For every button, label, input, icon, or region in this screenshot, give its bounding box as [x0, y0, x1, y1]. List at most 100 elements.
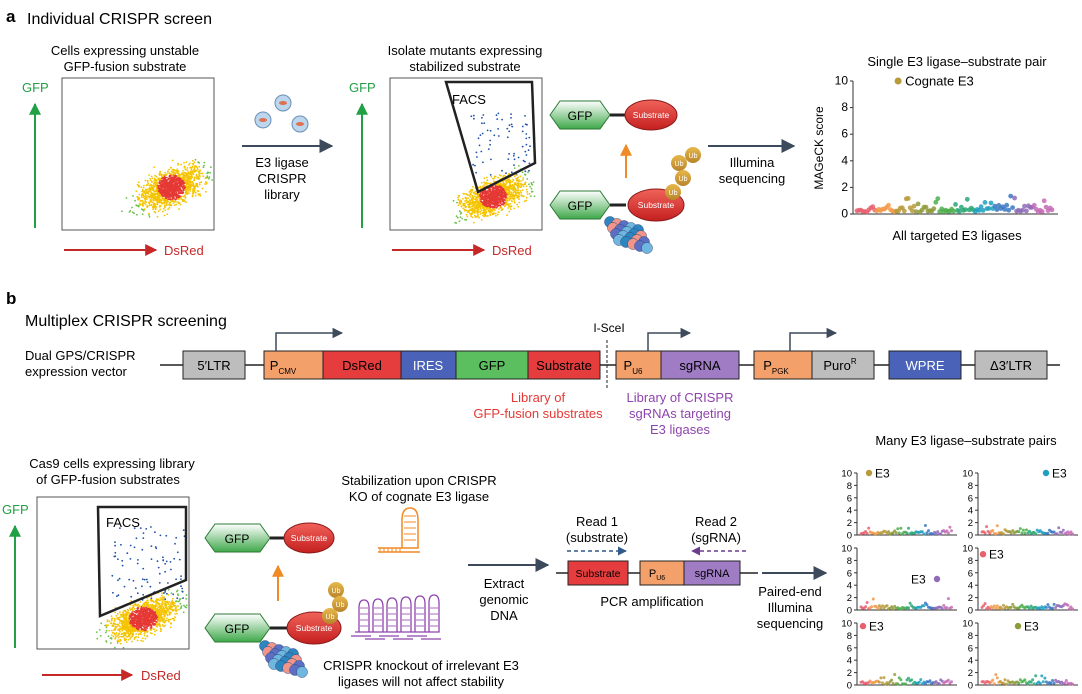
e3-score-point: [963, 207, 968, 213]
ub-b3: Ub: [326, 614, 335, 621]
e3-score-point: [931, 206, 937, 212]
chart-y-tick: 0: [847, 681, 852, 692]
knockout-caption-2: ligases will not affect stability: [338, 674, 504, 689]
e3-score-point: [1038, 681, 1042, 685]
e3-score-point: [919, 678, 923, 682]
e3-score-point: [882, 676, 886, 680]
vector-pu6: [615, 350, 662, 380]
e3-score-point: [976, 208, 982, 213]
stabilization-caption-1: Stabilization upon CRISPR: [341, 473, 496, 488]
cognate-e3-point: [859, 622, 867, 630]
cells-caption-2: of GFP-fusion substrates: [36, 472, 180, 487]
chart-y-tick: 2: [968, 593, 973, 604]
e3-score-point: [1051, 679, 1054, 682]
e3-score-point: [986, 206, 992, 211]
e3-score-point: [995, 524, 999, 528]
facs-plot-1: Cells expressing unstable GFP-fusion sub…: [22, 43, 215, 258]
chart-y-tick: 10: [962, 619, 973, 630]
e3-score-point: [1049, 681, 1053, 685]
b-substrate-text-1: Substrate: [291, 533, 328, 543]
e3-score-point: [988, 200, 994, 206]
chart-y-tick: 0: [968, 531, 973, 542]
chart-y-tick: 2: [968, 668, 973, 679]
e3-score-point: [887, 682, 891, 686]
vector-5ltr: [182, 350, 246, 380]
pcmv-promoter-arrow: [275, 327, 344, 351]
e3-score-point: [953, 202, 958, 207]
chart-y-tick: 6: [968, 643, 973, 654]
e3-score-point: [864, 605, 868, 609]
e3-score-point: [927, 529, 930, 533]
e3-score-point: [950, 680, 953, 684]
e3-score-point: [1023, 678, 1027, 682]
paired-end-label-2: Illumina: [768, 600, 814, 615]
many-pairs-caption: Many E3 ligase–substrate pairs: [875, 433, 1057, 448]
e3-score-point: [886, 202, 891, 208]
e3-score-point: [1041, 198, 1047, 204]
a-gfp-text-1: GFP: [568, 109, 593, 123]
e3-score-point: [1028, 529, 1031, 533]
vector-3ltr-text: Δ3′LTR: [990, 358, 1032, 373]
e3-score-point: [1002, 207, 1008, 212]
a-gfp-substrate-ubiquitinated: GFP Substrate Ub Ub Ub Ub: [549, 147, 701, 254]
e3-score-point: [983, 531, 987, 535]
e3-score-point: [928, 679, 932, 683]
b-gfp-substrate-ubiquitinated: GFP Substrate Ub Ub Ub: [204, 582, 348, 678]
e3-score-point: [939, 532, 943, 536]
e3-score-point: [992, 682, 996, 686]
chart-y-tick: 6: [847, 643, 852, 654]
e3-score-point: [1040, 674, 1044, 678]
e3-score-point: [1060, 531, 1064, 534]
vector-gfp-text: GFP: [479, 358, 506, 373]
library-sgrnas-2: sgRNAs targeting: [629, 406, 731, 421]
plot3-density-cloud: [95, 526, 188, 649]
e3-score-point: [1004, 202, 1010, 208]
amplicon-sgrna: [683, 560, 741, 586]
e3-score-point: [1063, 681, 1067, 685]
pcr-label: PCR amplification: [600, 594, 703, 609]
e3-score-point: [994, 606, 998, 610]
e3-score-point: [942, 604, 946, 607]
chart-y-tick: 4: [847, 581, 852, 592]
e3-score-point: [992, 604, 996, 608]
isce-label: I-SceI: [593, 321, 624, 335]
plot1-frame: [61, 77, 215, 231]
e3-score-point: [907, 676, 910, 680]
e3-score-point: [922, 532, 926, 536]
stabilization-caption-2: KO of cognate E3 ligase: [349, 489, 489, 504]
e3-score-point: [877, 680, 881, 684]
chart-y-tick: 8: [968, 481, 973, 492]
e3-score-point: [897, 531, 901, 535]
paired-end-label-1: Paired-end: [758, 584, 822, 599]
e3-score-point: [899, 526, 903, 530]
chart-y-tick: 2: [847, 668, 852, 679]
e3-score-point: [1017, 530, 1021, 534]
e3-score-point: [865, 601, 869, 604]
e3-score-point: [1028, 607, 1031, 610]
facs-gate-b: [96, 505, 188, 618]
e3-score-point: [890, 605, 894, 609]
e3-score-point: [1071, 607, 1074, 611]
e3-score-point: [1003, 678, 1007, 682]
pu6-promoter-arrow: [647, 327, 692, 351]
plot2-caption-line2: stabilized substrate: [409, 59, 520, 74]
facs-gate-b-label: FACS: [106, 515, 140, 530]
vector-5ltr-text: 5′LTR: [197, 358, 230, 373]
chart-y-tick: 0: [968, 681, 973, 692]
lentivirus-icons: [254, 94, 309, 133]
e3-score-point: [983, 602, 987, 606]
a-substrate-text-2: Substrate: [638, 200, 675, 210]
e3-score-point: [879, 676, 883, 680]
e3-score-point: [1029, 680, 1033, 684]
plot2-caption-line1: Isolate mutants expressing: [388, 43, 543, 58]
e3-score-point: [1034, 532, 1038, 536]
e3-score-point: [876, 607, 880, 610]
b-gfp-text-2: GFP: [225, 622, 250, 636]
a-arrow-label-1: E3 ligase: [255, 155, 308, 170]
paired-end-label-3: sequencing: [757, 616, 824, 631]
vector-wpre: [888, 350, 962, 380]
plot2-dsred-label: DsRed: [492, 243, 532, 258]
cognate-e3-point: [979, 551, 987, 558]
e3-score-point: [923, 204, 929, 210]
